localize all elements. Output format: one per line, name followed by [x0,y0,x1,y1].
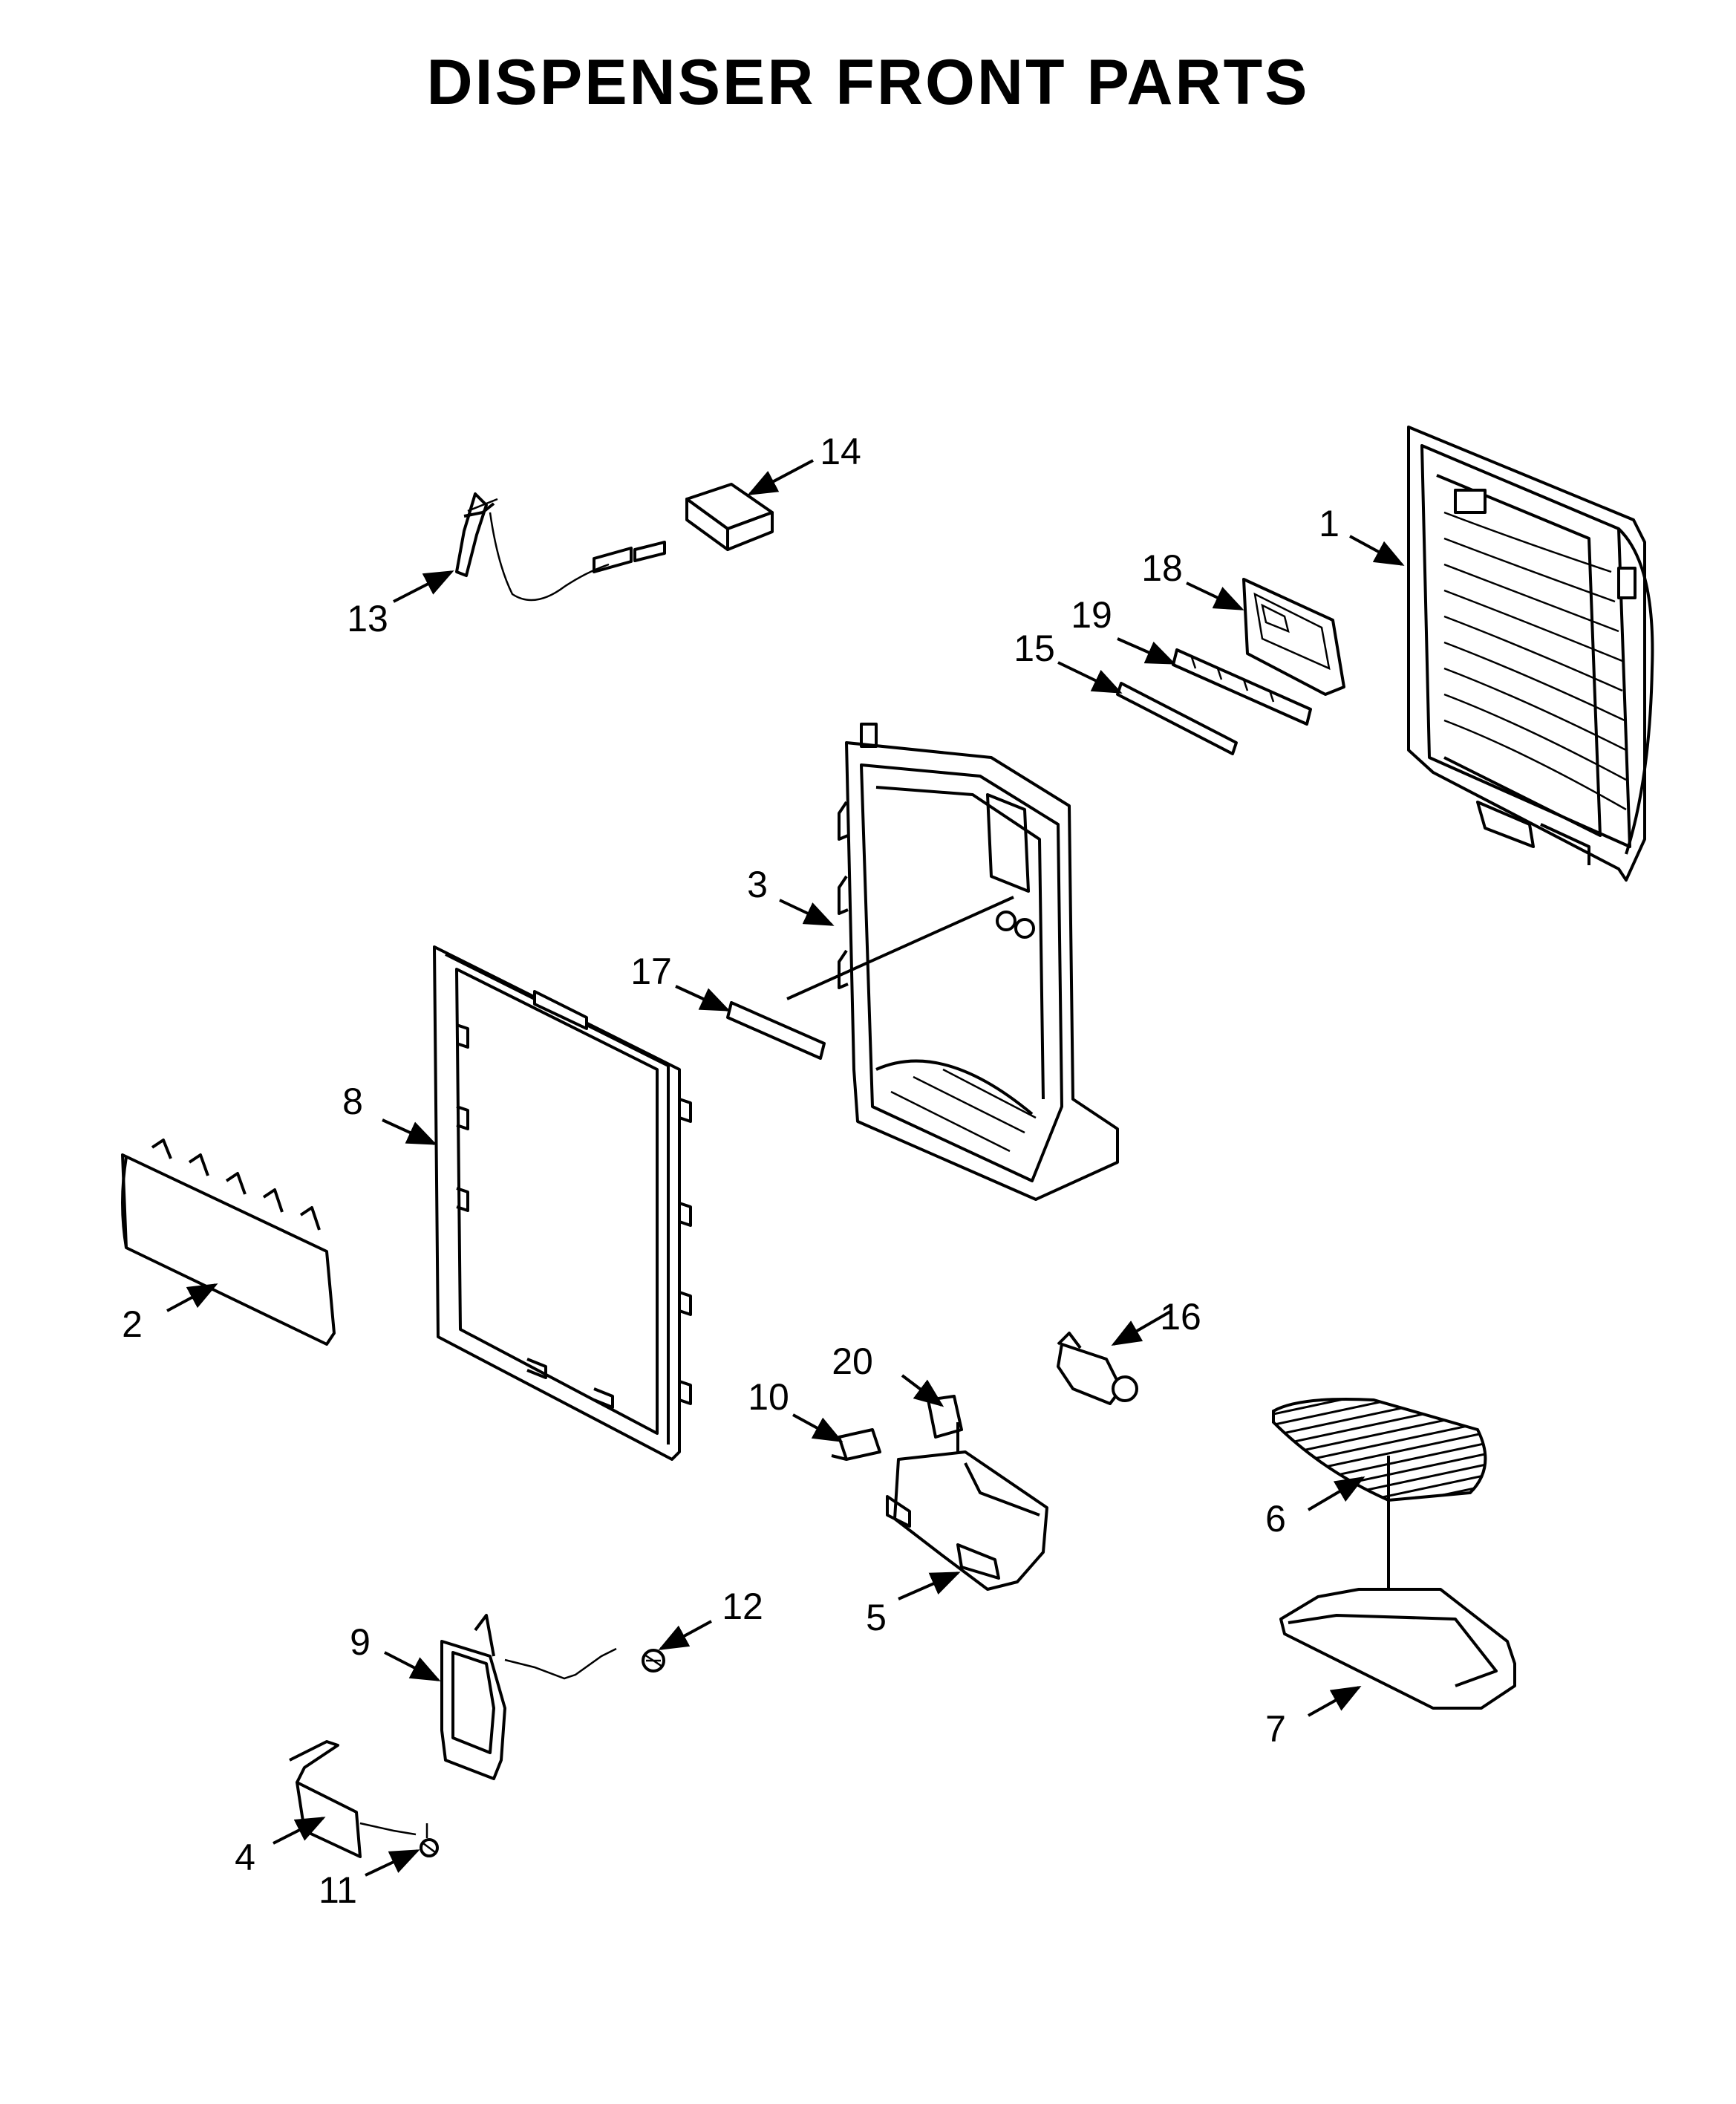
part-17-strip [726,1001,826,1060]
callout-20: 20 [832,1341,873,1382]
part-10-switch [831,1428,881,1461]
callout-labels: 1 2 3 4 5 6 7 8 9 10 11 12 13 14 15 16 1… [122,431,1339,1911]
diagram-title: DISPENSER FRONT PARTS [426,47,1310,118]
part-9-lever [440,1614,617,1780]
callout-6: 6 [1265,1498,1286,1540]
callout-15: 15 [1014,628,1055,669]
part-6-grille [1272,1398,1487,1649]
callout-16: 16 [1160,1296,1201,1338]
callout-9: 9 [350,1621,371,1663]
part-14-block [685,483,774,551]
callout-1: 1 [1319,503,1339,544]
callout-2: 2 [122,1303,143,1345]
callout-19: 19 [1071,594,1112,636]
part-16-valve [1057,1332,1138,1405]
callout-12: 12 [722,1586,763,1627]
callout-10: 10 [748,1376,789,1418]
part-2-panel [121,1139,336,1346]
part-12-spring [642,1649,665,1673]
part-15-strip [1116,682,1238,755]
callout-8: 8 [342,1081,363,1122]
part-8-front-frame [433,945,692,1461]
callout-arrows [166,459,1405,1877]
part-1-housing [1407,426,1654,882]
part-5-actuator-housing [886,1450,1048,1591]
callout-5: 5 [866,1597,887,1638]
part-4-small-lever [289,1740,417,1858]
part-7-drip-tray [1279,1588,1516,1710]
part-11-small-spring [420,1823,439,1857]
part-18-bracket [1242,578,1345,696]
callout-17: 17 [630,951,672,992]
callout-4: 4 [235,1837,255,1878]
part-13-wire-harness [455,492,666,602]
callout-18: 18 [1141,547,1183,589]
callout-14: 14 [820,431,861,472]
callout-13: 13 [347,598,388,639]
callout-3: 3 [747,864,768,905]
callout-11: 11 [319,1869,357,1911]
callout-7: 7 [1265,1708,1286,1750]
part-3-dispenser-frame [786,723,1119,1201]
